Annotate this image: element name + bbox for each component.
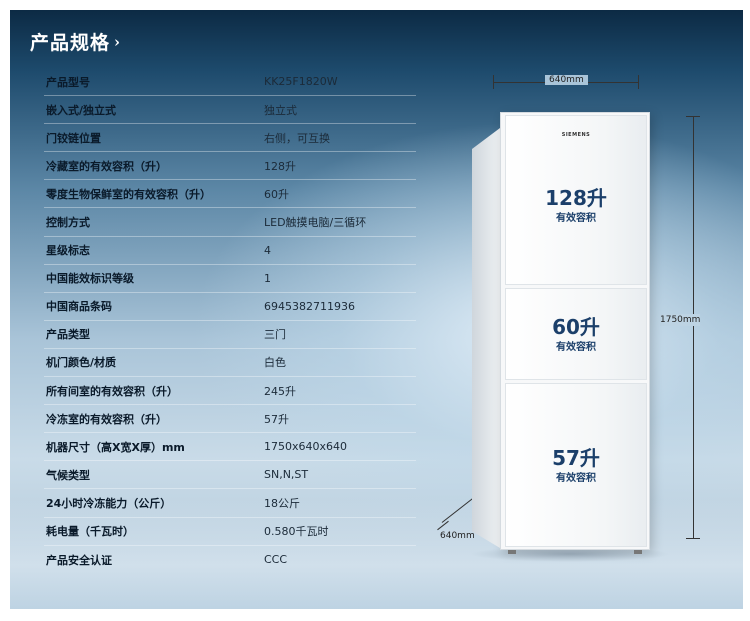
spec-row: 冷冻室的有效容积（升） 57升 — [44, 405, 416, 434]
depth-dimension-label: 640mm — [440, 531, 475, 541]
spec-label: 冷冻室的有效容积（升） — [46, 412, 167, 426]
floor-shadow — [470, 546, 670, 562]
spec-value: 右侧，可互换 — [264, 131, 330, 145]
spec-label: 控制方式 — [46, 216, 90, 230]
spec-panel: 产品规格 › 产品型号 KK25F1820W 嵌入式/独立式 独立式 门铰链位置 右侧… — [10, 10, 743, 609]
spec-row: 产品安全认证 CCC — [44, 546, 416, 574]
fridge-door-top: SIEMENS 128升 有效容积 — [505, 115, 647, 285]
compartment-capacity: 128升 — [545, 185, 607, 210]
spec-label: 24小时冷冻能力（公斤） — [46, 496, 172, 510]
chevron-right-icon: › — [114, 32, 122, 51]
fridge-illustration: 640mm 1750mm 640mm SIEMENS 128升 有效容积 60升… — [437, 50, 740, 590]
section-title: 产品规格 › — [30, 28, 121, 55]
spec-label: 所有间室的有效容积（升） — [46, 384, 178, 398]
spec-value: KK25F1820W — [264, 75, 338, 89]
spec-row: 产品类型 三门 — [44, 321, 416, 349]
compartment-caption: 有效容积 — [556, 472, 596, 484]
spec-value: 1 — [264, 271, 271, 285]
spec-row: 耗电量（千瓦时） 0.580千瓦时 — [44, 518, 416, 546]
spec-label: 产品安全认证 — [46, 553, 112, 567]
height-dimension-label: 1750mm — [660, 314, 701, 326]
spec-label: 嵌入式/独立式 — [46, 103, 117, 117]
spec-row: 冷藏室的有效容积（升） 128升 — [44, 152, 416, 181]
spec-value: 6945382711936 — [264, 299, 355, 313]
spec-row: 嵌入式/独立式 独立式 — [44, 96, 416, 125]
spec-label: 中国商品条码 — [46, 300, 112, 314]
fridge-door-middle: 60升 有效容积 — [505, 288, 647, 380]
dimension-tick — [686, 538, 700, 539]
compartment-label: 128升 有效容积 — [545, 187, 607, 224]
spec-row: 门铰链位置 右侧，可互换 — [44, 124, 416, 153]
spec-row: 机器尺寸（高X宽X厚）mm 1750x640x640 — [44, 433, 416, 462]
width-dimension-label: 640mm — [545, 75, 588, 85]
spec-row: 星级标志 4 — [44, 237, 416, 265]
spec-label: 产品型号 — [46, 75, 90, 89]
fridge-door-bottom: 57升 有效容积 — [505, 383, 647, 547]
fridge-feet — [500, 550, 650, 554]
height-dimension-line — [693, 116, 694, 538]
spec-value: CCC — [264, 553, 288, 567]
compartment-capacity: 60升 — [552, 314, 600, 339]
spec-label: 冷藏室的有效容积（升） — [46, 159, 167, 173]
fridge-foot — [508, 550, 516, 554]
spec-label: 零度生物保鲜室的有效容积（升） — [46, 187, 211, 201]
spec-row: 产品型号 KK25F1820W — [44, 68, 416, 97]
spec-row: 24小时冷冻能力（公斤） 18公斤 — [44, 489, 416, 518]
dimension-tick — [493, 75, 494, 89]
compartment-caption: 有效容积 — [556, 341, 596, 353]
spec-label: 产品类型 — [46, 328, 90, 342]
spec-value: SN,N,ST — [264, 468, 309, 482]
dimension-tick — [638, 75, 639, 89]
spec-label: 门铰链位置 — [46, 131, 101, 145]
spec-row: 气候类型 SN,N,ST — [44, 461, 416, 490]
fridge-side-panel — [472, 128, 500, 548]
section-title-text: 产品规格 — [30, 32, 111, 54]
compartment-caption: 有效容积 — [556, 212, 596, 224]
fridge-body: SIEMENS 128升 有效容积 60升 有效容积 57升 有效容积 — [500, 112, 650, 550]
dimension-tick — [686, 116, 700, 117]
spec-row: 控制方式 LED触摸电脑/三循环 — [44, 208, 416, 237]
spec-label: 中国能效标识等级 — [46, 272, 134, 286]
spec-label: 机门颜色/材质 — [46, 356, 117, 370]
spec-value: 128升 — [264, 159, 296, 173]
spec-value: 18公斤 — [264, 496, 300, 510]
spec-value: 60升 — [264, 187, 289, 201]
spec-value: 57升 — [264, 412, 289, 426]
spec-row: 中国能效标识等级 1 — [44, 265, 416, 293]
spec-value: 1750x640x640 — [264, 440, 348, 454]
spec-value: 独立式 — [264, 103, 297, 117]
compartment-capacity: 57升 — [552, 445, 600, 470]
spec-table: 产品型号 KK25F1820W 嵌入式/独立式 独立式 门铰链位置 右侧，可互换 冷藏… — [44, 68, 416, 574]
spec-row: 所有间室的有效容积（升） 245升 — [44, 377, 416, 406]
spec-label: 机器尺寸（高X宽X厚）mm — [46, 440, 185, 454]
spec-value: 4 — [264, 243, 271, 257]
spec-label: 气候类型 — [46, 468, 90, 482]
spec-value: LED触摸电脑/三循环 — [264, 216, 367, 230]
spec-label: 耗电量（千瓦时） — [46, 525, 134, 539]
brand-logo: SIEMENS — [561, 132, 591, 138]
spec-value: 白色 — [264, 356, 286, 370]
spec-row: 零度生物保鲜室的有效容积（升） 60升 — [44, 180, 416, 209]
spec-row: 机门颜色/材质 白色 — [44, 349, 416, 378]
compartment-label: 60升 有效容积 — [552, 316, 600, 353]
spec-row: 中国商品条码 6945382711936 — [44, 293, 416, 321]
spec-label: 星级标志 — [46, 244, 90, 258]
fridge-foot — [634, 550, 642, 554]
spec-value: 0.580千瓦时 — [264, 525, 329, 539]
compartment-label: 57升 有效容积 — [552, 447, 600, 484]
spec-value: 245升 — [264, 384, 296, 398]
spec-value: 三门 — [264, 328, 286, 342]
